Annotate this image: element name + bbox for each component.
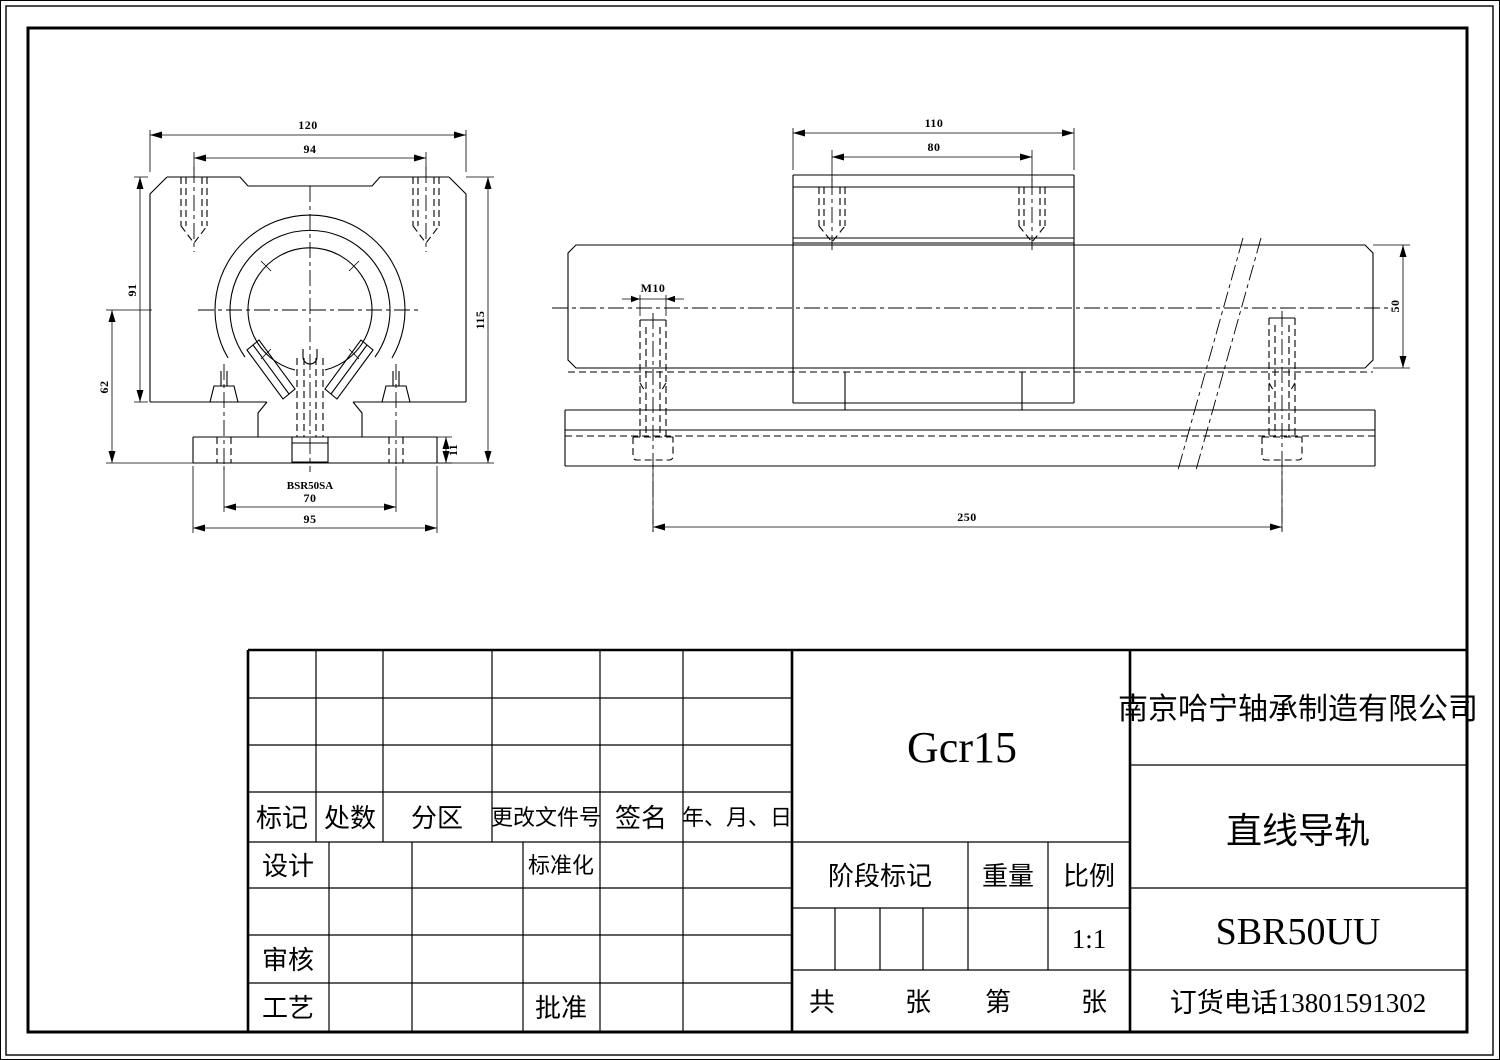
front-base-flange	[192, 436, 438, 464]
dim-95-label: 95	[304, 512, 317, 526]
dim-110: 110	[792, 116, 1075, 170]
front-clamp-screw	[291, 358, 329, 463]
sheet-total-unit: 张	[905, 988, 931, 1017]
dim-50-label: 50	[1388, 300, 1402, 313]
dim-91-label: 91	[125, 284, 139, 297]
side-block-screw-right	[1018, 179, 1046, 250]
side-dimensions: 110 80 M10 50 250	[622, 116, 1410, 532]
front-side-screw-right	[381, 364, 411, 470]
title-block: 标记 处数 分区 更改文件号 签名 年、月、日 设计 标准化 审核 工艺 批准 …	[246, 648, 1478, 1034]
dim-94-label: 94	[304, 142, 317, 156]
material-value: Gcr15	[907, 723, 1017, 772]
dim-62-label: 62	[97, 381, 111, 394]
sheet-total-label: 共	[809, 988, 835, 1017]
outer-border	[5, 5, 1494, 1056]
label-approval: 批准	[535, 994, 587, 1023]
dim-62: 62	[97, 309, 193, 464]
label-stage-mark: 阶段标记	[828, 862, 932, 891]
product-name: 直线导轨	[1226, 811, 1370, 851]
side-rail	[552, 244, 1392, 373]
front-center-lines	[198, 186, 422, 472]
dim-11-label: 11	[446, 444, 460, 456]
spec-table-grid	[792, 764, 1467, 971]
side-block-screw-left	[818, 179, 846, 250]
revision-table-grid	[248, 650, 792, 1032]
front-clamp-jaw-left	[246, 339, 296, 400]
dim-80: 80	[831, 140, 1033, 182]
header-count: 处数	[324, 804, 376, 833]
title-block-frame	[246, 648, 1469, 1034]
dim-120: 120	[149, 118, 467, 172]
header-date: 年、月、日	[682, 805, 792, 830]
dim-11: 11	[437, 436, 460, 464]
dim-80-label: 80	[928, 140, 941, 154]
company-name: 南京哈宁轴承制造有限公司	[1118, 693, 1478, 726]
front-dimensions: 120 94 91 115 62	[97, 118, 494, 533]
dim-120-label: 120	[298, 118, 318, 132]
dim-250: 250	[652, 464, 1283, 532]
model-number: SBR50UU	[1216, 911, 1381, 953]
label-process: 工艺	[262, 994, 314, 1023]
side-break-lines	[1177, 237, 1262, 471]
label-scale: 比例	[1063, 862, 1115, 891]
dim-50: 50	[1373, 244, 1410, 369]
side-stud-right	[1261, 311, 1303, 532]
dim-94: 94	[193, 142, 427, 170]
dim-m10: M10	[622, 281, 684, 316]
front-top-screw-right	[412, 167, 440, 252]
label-weight: 重量	[982, 862, 1034, 891]
front-top-screw-left	[180, 167, 208, 252]
role-labels: 设计 标准化 审核 工艺 批准	[262, 852, 594, 1023]
dim-110-label: 110	[925, 116, 944, 130]
dim-91: 91	[125, 176, 148, 403]
header-zone: 分区	[411, 804, 463, 833]
sheet-no-unit: 张	[1081, 988, 1107, 1017]
side-view: 110 80 M10 50 250	[552, 116, 1410, 532]
front-view: 120 94 91 115 62	[97, 118, 494, 533]
front-clamp-jaw-right	[324, 339, 374, 400]
front-side-screw-left	[209, 364, 239, 470]
header-change-doc: 更改文件号	[491, 805, 601, 830]
sheet-no-label: 第	[985, 988, 1011, 1017]
dim-70: 70	[223, 466, 397, 512]
inner-border	[26, 26, 1469, 1034]
front-body-outline	[149, 176, 467, 437]
dim-115-label: 115	[473, 311, 487, 330]
scale-value: 1:1	[1072, 924, 1107, 954]
label-design: 设计	[262, 852, 314, 881]
label-review: 审核	[262, 946, 314, 975]
order-phone: 订货电话13801591302	[1170, 988, 1427, 1018]
dim-95: 95	[192, 466, 438, 533]
company-block: 南京哈宁轴承制造有限公司 直线导轨 SBR50UU 订货电话1380159130…	[1118, 693, 1478, 1018]
dim-70-label: 70	[304, 491, 317, 505]
header-mark: 标记	[256, 804, 308, 833]
side-support-base	[564, 409, 1376, 467]
dim-115: 115	[437, 176, 494, 464]
model-designation-label: BSR50SA	[287, 480, 334, 492]
dim-m10-label: M10	[641, 281, 666, 295]
spec-fields: Gcr15 阶段标记 重量 比例 1:1 共 张 第 张	[809, 723, 1115, 1017]
label-standardization: 标准化	[528, 853, 594, 878]
header-sign: 签名	[615, 804, 667, 833]
revision-header-labels: 标记 处数 分区 更改文件号 签名 年、月、日	[256, 804, 792, 833]
dim-250-label: 250	[957, 510, 977, 524]
